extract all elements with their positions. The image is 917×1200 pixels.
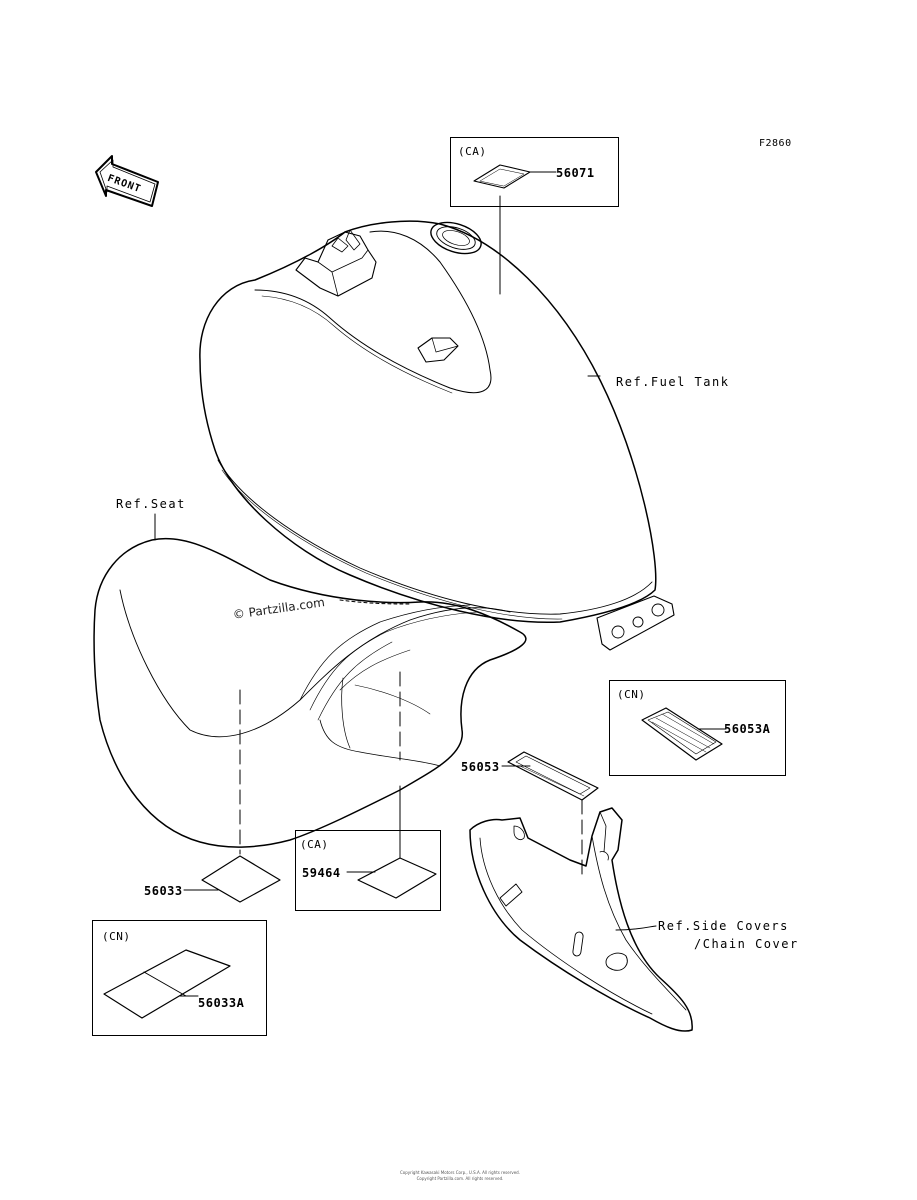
seat-drawing <box>93 537 527 848</box>
copyright-line-2: Copyright Partzilla.com. All rights rese… <box>416 1176 504 1181</box>
front-arrow-icon <box>95 155 159 207</box>
region-tag-56071: (CA) <box>458 145 487 158</box>
part-number-56033A: 56033A <box>198 996 245 1010</box>
ref-side-covers-label: Ref.Side Covers <box>658 919 789 933</box>
region-tag-56053A: (CN) <box>617 688 646 701</box>
ref-chain-cover-label: /Chain Cover <box>694 937 799 951</box>
callout-box-59464 <box>295 830 441 911</box>
region-tag-56033A: (CN) <box>102 930 131 943</box>
fuel-tank-drawing <box>199 220 675 651</box>
region-tag-59464: (CA) <box>300 838 329 851</box>
part-number-56071: 56071 <box>556 166 595 180</box>
label-56033A-drawing <box>103 949 231 1019</box>
leader-lines <box>154 171 727 997</box>
figure-id: F2860 <box>759 138 792 149</box>
part-number-56033: 56033 <box>144 884 183 898</box>
ref-fuel-tank-label: Ref.Fuel Tank <box>616 375 730 389</box>
ref-seat-label: Ref.Seat <box>116 497 186 511</box>
label-59464-drawing <box>357 857 437 899</box>
side-cover-drawing <box>469 807 693 1032</box>
part-number-56053A: 56053A <box>724 722 771 736</box>
callout-box-56053A <box>609 680 786 776</box>
label-56033-drawing <box>201 855 281 903</box>
callout-box-56033A <box>92 920 267 1036</box>
callout-box-56071 <box>450 137 619 207</box>
copyright-line-1: Copyright Kawasaki Motors Corp., U.S.A. … <box>400 1170 520 1175</box>
part-number-59464: 59464 <box>302 866 341 880</box>
part-number-56053: 56053 <box>461 760 500 774</box>
label-56053A-drawing <box>641 707 723 761</box>
label-56053-drawing <box>507 751 599 801</box>
